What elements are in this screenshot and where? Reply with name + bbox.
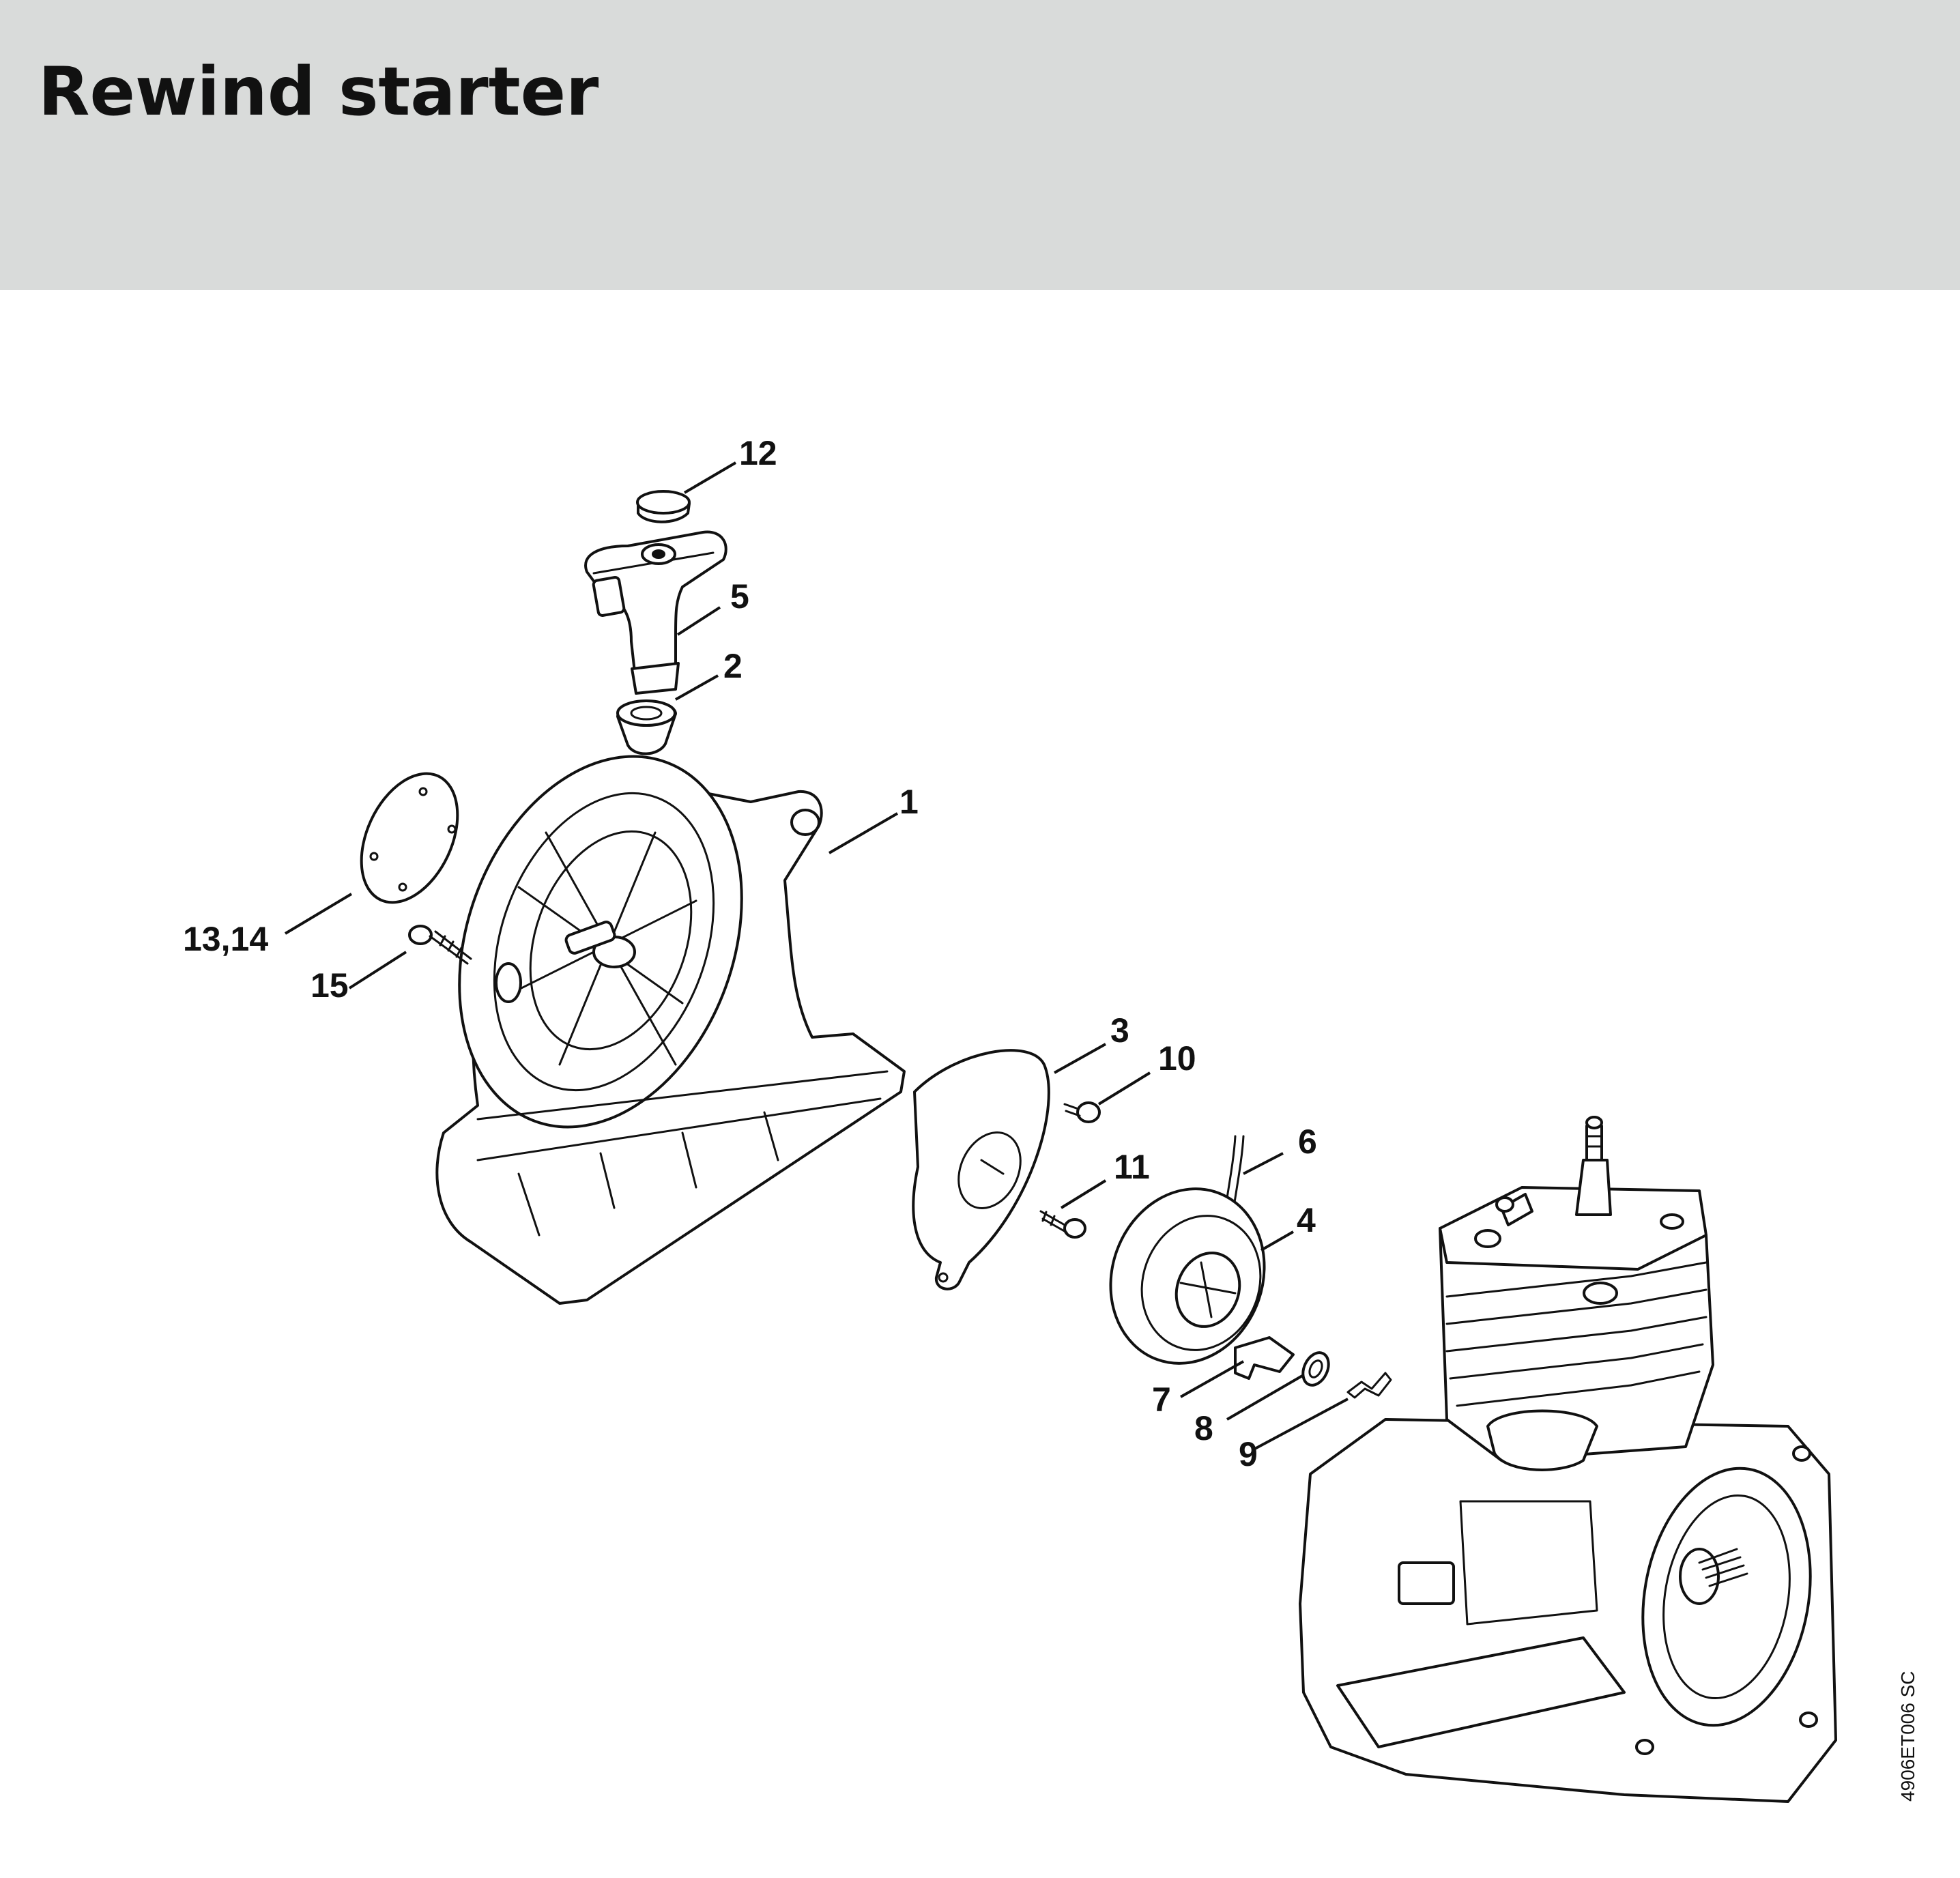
callout-3: 3 — [1110, 1011, 1129, 1050]
part-fan-housing — [435, 755, 906, 1305]
callouts: 12 5 2 1 13,14 15 3 10 6 11 4 7 8 9 — [183, 434, 1317, 1473]
part-screw-15 — [408, 925, 472, 965]
callout-11: 11 — [1114, 1148, 1150, 1186]
part-pawl — [1234, 1336, 1295, 1380]
part-cap — [636, 490, 691, 523]
part-screw-11 — [1039, 1210, 1086, 1239]
header-band: Rewind starter — [0, 0, 1960, 290]
part-spring-clip — [1346, 1372, 1392, 1399]
part-screw-10 — [1063, 1101, 1101, 1123]
callout-7: 7 — [1152, 1381, 1171, 1419]
callout-6: 6 — [1298, 1123, 1317, 1161]
part-starter-grip — [584, 530, 727, 695]
callout-10: 10 — [1158, 1039, 1196, 1078]
drawing-code: 4906ET006 SC — [1897, 1671, 1918, 1802]
part-spring-cover — [912, 1049, 1050, 1290]
page-title: Rewind starter — [38, 53, 599, 131]
callout-12: 12 — [739, 434, 777, 472]
callout-15: 15 — [311, 966, 349, 1005]
part-cover-plate — [360, 772, 459, 904]
callout-2: 2 — [723, 647, 743, 685]
callout-9: 9 — [1239, 1435, 1258, 1473]
part-washer — [1301, 1351, 1330, 1387]
part-engine-assembly — [1299, 1116, 1837, 1803]
callout-13-14: 13,14 — [183, 920, 268, 958]
leader-lines — [284, 461, 1349, 1451]
part-rope-rotor — [1109, 1187, 1266, 1365]
callout-4: 4 — [1297, 1201, 1316, 1239]
callout-8: 8 — [1194, 1409, 1213, 1447]
callout-5: 5 — [730, 577, 749, 616]
part-rope-guide — [616, 699, 677, 755]
callout-1: 1 — [899, 783, 919, 821]
